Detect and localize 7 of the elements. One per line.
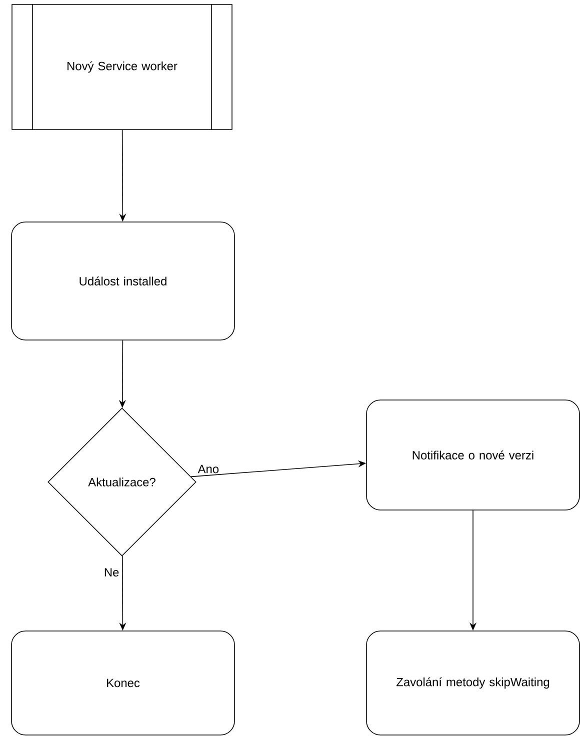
process-box: Notifikace o nové verzi xyxy=(366,400,580,510)
edge-label: Ano xyxy=(198,464,219,474)
subprocess-box: Nový Service worker xyxy=(12,4,232,130)
process-box: Událost installed xyxy=(11,222,235,340)
process-box: Konec xyxy=(11,630,235,736)
edge-label: Ne xyxy=(104,568,119,577)
process-box: Zavolání metody skipWaiting xyxy=(366,630,580,736)
